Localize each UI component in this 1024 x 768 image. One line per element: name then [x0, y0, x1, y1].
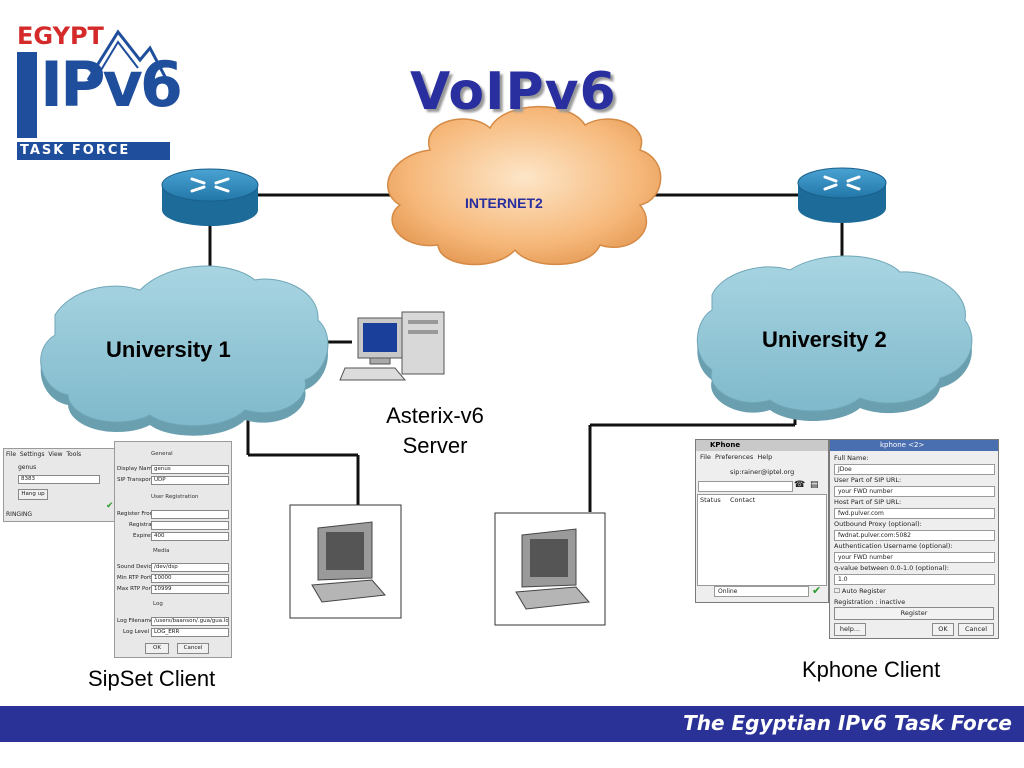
- sipset-check-icon: ✔: [106, 501, 114, 511]
- sip-transport-label: SIP Transport: [117, 477, 153, 483]
- expires-label: Expires: [133, 533, 154, 539]
- sipset-menu-settings[interactable]: Settings: [19, 451, 45, 458]
- full-name-label: Full Name:: [834, 454, 869, 462]
- sipset-menu-file[interactable]: File: [6, 451, 17, 458]
- kphone-cancel-button[interactable]: Cancel: [958, 623, 994, 636]
- auth-input[interactable]: your FWD number: [834, 552, 995, 563]
- proxy-label: Outbound Proxy (optional):: [834, 520, 922, 528]
- kphone-call-icon[interactable]: ☎: [794, 480, 806, 490]
- register-from-input[interactable]: [151, 510, 229, 519]
- auto-register-checkbox[interactable]: ☐ Auto Register: [834, 587, 886, 595]
- sipset-section-general: General: [151, 451, 173, 457]
- q-value-input[interactable]: 1.0: [834, 574, 995, 585]
- sound-device-label: Sound Device: [117, 564, 155, 570]
- kphone-presence-select[interactable]: Online: [714, 586, 809, 597]
- host-part-input[interactable]: fwd.pulver.com: [834, 508, 995, 519]
- kphone-help-button[interactable]: help...: [834, 623, 866, 636]
- router-right-icon: [797, 167, 887, 223]
- kphone-online-check-icon: ✔: [812, 584, 822, 597]
- router-left-icon: [161, 168, 259, 226]
- kphone-col-contact[interactable]: Contact: [730, 496, 756, 504]
- expires-input[interactable]: 400: [151, 532, 229, 541]
- internet-cloud: [387, 105, 662, 266]
- display-name-label: Display Name: [117, 466, 156, 472]
- full-name-input[interactable]: JDoe: [834, 464, 995, 475]
- kphone-col-status[interactable]: Status: [700, 496, 721, 504]
- sipset-cancel-button[interactable]: Cancel: [177, 643, 209, 654]
- register-from-label: Register From: [117, 511, 156, 517]
- university-2-label: University 2: [762, 327, 887, 352]
- registration-status: Registration : inactive: [834, 598, 906, 606]
- egypt-ipv6-logo: [17, 29, 174, 160]
- logo-ipv6-text: IPv6: [40, 48, 183, 121]
- max-rtp-label: Max RTP Port: [117, 586, 153, 592]
- logo-egypt-text: EGYPT: [17, 22, 104, 50]
- sipset-section-log: Log: [153, 601, 163, 607]
- university-1-label: University 1: [106, 337, 231, 362]
- sipset-client-computer-icon: [289, 504, 402, 619]
- university-1-cloud: [40, 265, 329, 436]
- sipset-status: RINGING: [6, 511, 32, 518]
- server-label-line1: Asterix-v6: [386, 403, 484, 428]
- user-part-label: User Part of SIP URL:: [834, 476, 902, 484]
- slide-title: VoIPv6: [410, 62, 617, 122]
- min-rtp-label: Min RTP Port: [117, 575, 152, 581]
- kphone-sip-address: sip:rainer@iptel.org: [730, 468, 795, 476]
- sipset-number-input[interactable]: 8383: [18, 475, 100, 484]
- sipset-section-registration: User Registration: [151, 494, 199, 500]
- min-rtp-input[interactable]: 10000: [151, 574, 229, 583]
- sipset-menu-tools[interactable]: Tools: [66, 451, 82, 458]
- sipset-hangup-button[interactable]: Hang up: [18, 489, 48, 500]
- registrar-input[interactable]: [151, 521, 229, 530]
- log-level-select[interactable]: LOG_ERR: [151, 628, 229, 637]
- university-2-cloud: [696, 255, 973, 422]
- registrar-label: Registrar: [129, 522, 154, 528]
- kphone-menu-help[interactable]: Help: [757, 453, 773, 461]
- kphone-menu-file[interactable]: File: [700, 453, 711, 461]
- sound-device-input[interactable]: /dev/dsp: [151, 563, 229, 572]
- internet-label: INTERNET2: [465, 195, 543, 211]
- sipset-main-window: File Settings View Tools genus 8383 Hang…: [3, 448, 117, 522]
- kphone-main-titlebar: KPhone: [696, 440, 828, 451]
- sipset-ok-button[interactable]: OK: [145, 643, 169, 654]
- footer-bar: The Egyptian IPv6 Task Force: [0, 706, 1024, 742]
- sipset-section-media: Media: [153, 548, 170, 554]
- kphone-menu-preferences[interactable]: Preferences: [715, 453, 754, 461]
- q-value-label: q-value between 0.0-1.0 (optional):: [834, 564, 949, 572]
- sipset-user: genus: [18, 464, 37, 471]
- kphone-main-window: KPhone File Preferences Help sip:rainer@…: [695, 439, 829, 603]
- register-button[interactable]: Register: [834, 607, 994, 620]
- auto-register-label: Auto Register: [841, 587, 886, 595]
- max-rtp-input[interactable]: 10999: [151, 585, 229, 594]
- sip-transport-select[interactable]: UDP: [151, 476, 229, 485]
- kphone-settings-dialog: kphone <2> Full Name: JDoe User Part of …: [829, 439, 999, 639]
- kphone-dial-input[interactable]: [698, 481, 793, 492]
- user-part-input[interactable]: your FWD number: [834, 486, 995, 497]
- footer-text: The Egyptian IPv6 Task Force: [683, 711, 1012, 735]
- kphone-client-computer-icon: [494, 512, 606, 626]
- host-part-label: Host Part of SIP URL:: [834, 498, 902, 506]
- kphone-dialog-title: kphone <2>: [880, 441, 925, 449]
- server-computer-icon: [339, 311, 445, 381]
- log-level-label: Log Level: [123, 629, 150, 635]
- kphone-ok-button[interactable]: OK: [932, 623, 954, 636]
- sipset-config-window: General Display Name genus SIP Transport…: [114, 441, 232, 658]
- log-file-input[interactable]: /users/baanson/.gua/gua.log: [151, 617, 229, 626]
- kphone-dialog-titlebar: kphone <2>: [830, 440, 998, 451]
- auth-label: Authentication Username (optional):: [834, 542, 953, 550]
- sipset-menu-view[interactable]: View: [48, 451, 63, 458]
- sipset-caption: SipSet Client: [88, 666, 216, 691]
- kphone-phonebook-icon[interactable]: ▤: [810, 480, 819, 490]
- kphone-caption: Kphone Client: [802, 657, 941, 682]
- server-label-line2: Server: [402, 433, 468, 458]
- proxy-input[interactable]: fwdnat.pulver.com:5082: [834, 530, 995, 541]
- log-file-label: Log Filename: [117, 618, 154, 624]
- display-name-input[interactable]: genus: [151, 465, 229, 474]
- logo-taskforce-text: TASK FORCE: [20, 143, 131, 158]
